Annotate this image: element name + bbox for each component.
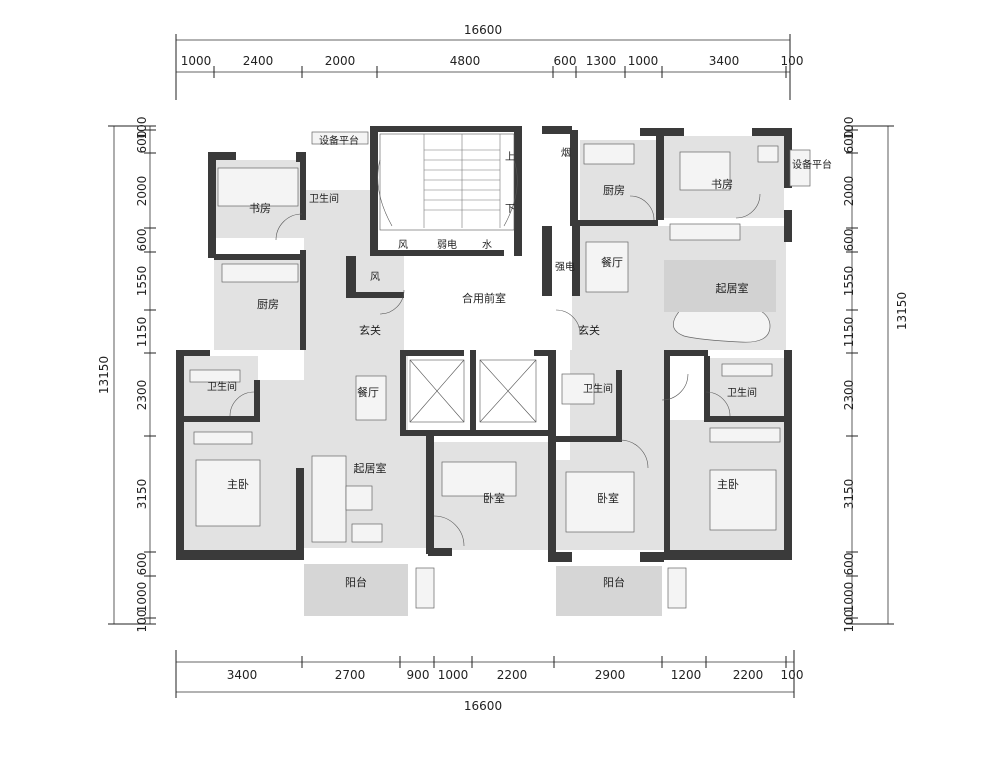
left-dimension-7: 2300 [135, 380, 149, 411]
label-strong-elec: 强电 [555, 260, 575, 273]
top-dimension-4: 4800 [450, 54, 481, 68]
right-total-dimension: 13150 [895, 292, 909, 330]
label-duct-weak-elec: 弱电 [437, 238, 457, 251]
left-dimension-8: 3150 [135, 479, 149, 510]
top-dimension-9: 100 [781, 54, 804, 68]
right-dimension-5: 1550 [842, 266, 856, 297]
label-stair-up: 上 [505, 151, 515, 163]
label-duct-wind-2: 风 [370, 271, 380, 283]
label-dining-left: 餐厅 [357, 385, 379, 399]
walls [176, 126, 792, 562]
bottom-dimension-9: 100 [781, 668, 804, 682]
right-dimension-6: 1150 [842, 317, 856, 348]
label-shared-lobby: 合用前室 [462, 291, 506, 305]
label-kitchen-left: 厨房 [257, 298, 279, 311]
right-dimension-11: 100 [842, 610, 856, 633]
top-dimension-5: 600 [554, 54, 577, 68]
label-dining-right: 餐厅 [601, 255, 623, 269]
label-living-left: 起居室 [354, 461, 387, 475]
left-dimension-1: 100 [135, 117, 149, 140]
label-kitchen-right: 厨房 [603, 184, 625, 197]
label-bedroom-center-left: 卧室 [483, 491, 505, 505]
label-equipment-platform-right: 设备平台 [792, 158, 832, 171]
top-dimension-2: 2400 [243, 54, 274, 68]
label-duct-wind-1: 风 [398, 239, 408, 251]
right-dimension-8: 3150 [842, 479, 856, 510]
bottom-dimension-8: 2200 [733, 668, 764, 682]
top-dimension-6: 1300 [586, 54, 617, 68]
right-dimension-2: 600 [842, 131, 856, 154]
label-equipment-platform-left: 设备平台 [319, 134, 359, 147]
bottom-dimension-lines [175, 650, 795, 698]
top-dimension-3: 2000 [325, 54, 356, 68]
right-dimension-4: 600 [842, 229, 856, 252]
elevator-right [479, 359, 537, 423]
right-dimension-7: 2300 [842, 380, 856, 411]
top-dimension-7: 1000 [628, 54, 659, 68]
label-bath-right: 卫生间 [727, 386, 757, 399]
bottom-dimension-7: 1200 [671, 668, 702, 682]
right-dimension-10: 1000 [842, 582, 856, 613]
left-dimension-6: 1150 [135, 317, 149, 348]
top-dimension-8: 3400 [709, 54, 740, 68]
left-total-dimension: 13150 [97, 356, 111, 394]
top-total-dimension: 16600 [464, 23, 502, 37]
label-master-right: 主卧 [717, 478, 739, 491]
label-bath-center: 卫生间 [583, 382, 613, 395]
left-dimension-2: 600 [135, 131, 149, 154]
bottom-dimension-6: 2900 [595, 668, 626, 682]
label-balcony-left: 阳台 [345, 575, 367, 589]
label-flue: 烟 [561, 146, 571, 159]
label-study-right: 书房 [711, 178, 733, 191]
left-dimension-3: 2000 [135, 176, 149, 207]
top-dimension-lines [175, 34, 791, 100]
label-foyer-right: 玄关 [578, 323, 600, 337]
right-dimension-9: 600 [842, 553, 856, 576]
left-dimension-9: 600 [135, 553, 149, 576]
door-swings [229, 193, 761, 547]
left-dimension-lines [108, 125, 156, 625]
stair-core [377, 133, 518, 231]
label-stair-down: 下 [505, 204, 515, 215]
bottom-dimension-1: 3400 [227, 668, 258, 682]
left-dimension-11: 100 [135, 610, 149, 633]
label-bedroom-center-right: 卧室 [597, 491, 619, 505]
right-dimension-3: 2000 [842, 176, 856, 207]
bottom-total-dimension: 16600 [464, 699, 502, 713]
label-foyer-left: 玄关 [359, 323, 381, 337]
left-dimension-5: 1550 [135, 266, 149, 297]
furniture [189, 131, 811, 609]
label-duct-water: 水 [482, 239, 492, 251]
floor-areas [182, 136, 786, 616]
bottom-dimension-5: 2200 [497, 668, 528, 682]
right-dimension-1: 100 [842, 117, 856, 140]
bottom-dimension-2: 2700 [335, 668, 366, 682]
top-dimension-1: 1000 [181, 54, 212, 68]
left-dimension-10: 1000 [135, 582, 149, 613]
label-living-right: 起居室 [716, 281, 749, 295]
elevator-left [409, 359, 465, 423]
label-bath-upper-left: 卫生间 [309, 192, 339, 205]
left-dimension-4: 600 [135, 229, 149, 252]
label-master-left: 主卧 [227, 478, 249, 491]
bottom-dimension-3: 900 [407, 668, 430, 682]
right-dimension-lines [846, 125, 894, 625]
bottom-dimension-4: 1000 [438, 668, 469, 682]
label-study-left: 书房 [249, 202, 271, 215]
label-bath-left: 卫生间 [207, 380, 237, 393]
label-balcony-right: 阳台 [603, 575, 625, 589]
